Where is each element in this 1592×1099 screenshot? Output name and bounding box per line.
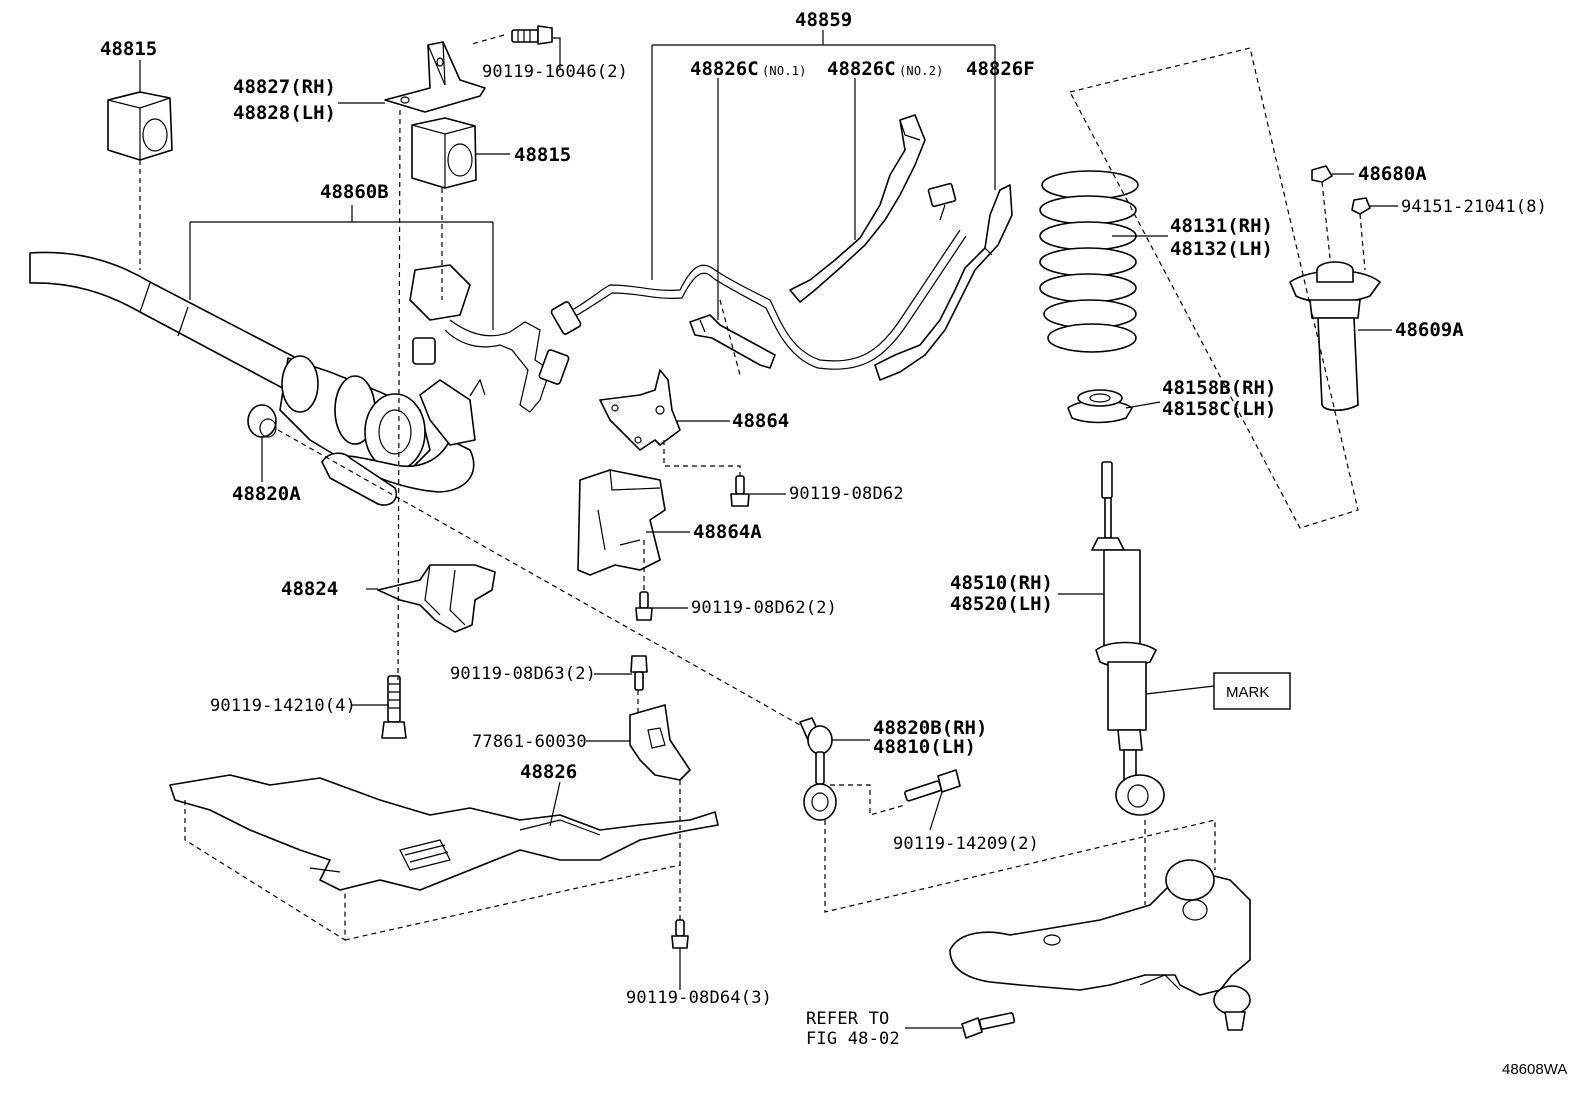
label-48826C-no2: 48826C: [827, 58, 896, 80]
label-48864A: 48864A: [693, 521, 762, 543]
stabilizer-bar: [29, 251, 301, 393]
part-labels: 48815 48827(RH) 48828(LH) 90119-16046(2)…: [100, 9, 1567, 1078]
bracket-48864: [599, 369, 681, 451]
label-48826C-no2-sub: (NO.2): [899, 64, 944, 78]
label-48810: 48810(LH): [873, 736, 976, 758]
label-48860B: 48860B: [320, 181, 389, 203]
bolt-90119-08D62-2: [635, 591, 653, 621]
label-48520: 48520(LH): [950, 593, 1053, 615]
label-48820B: 48820B(RH): [873, 717, 987, 739]
stabilizer-actuator: [279, 264, 570, 506]
label-48510: 48510(RH): [950, 572, 1053, 594]
label-refer-to: REFER TO: [806, 1009, 889, 1029]
spring-seat-48158B: [1067, 389, 1133, 424]
label-48864: 48864: [732, 410, 789, 432]
bushing-48820A: [247, 404, 277, 438]
label-48826C-no1: 48826C: [690, 58, 759, 80]
bracket-48824: [377, 564, 496, 633]
bolt-90119-08D62: [730, 475, 750, 507]
lower-control-arm: [949, 859, 1251, 1031]
label-90119-16046: 90119-16046(2): [482, 62, 628, 82]
label-77861-60030: 77861-60030: [472, 732, 587, 752]
bolt-90119-14209: [904, 769, 961, 802]
shield-48864A: [577, 469, 666, 576]
label-48827: 48827(RH): [233, 76, 336, 98]
bolt-90119-08D64: [671, 919, 689, 949]
dashed-guide-lines: [139, 34, 1366, 942]
bolt-90119-08D63: [630, 655, 648, 691]
label-48820A: 48820A: [232, 483, 301, 505]
label-48609A: 48609A: [1395, 319, 1464, 341]
label-90119-14209: 90119-14209(2): [893, 834, 1039, 854]
label-90119-14210: 90119-14210(4): [210, 696, 356, 716]
label-48859: 48859: [795, 9, 852, 31]
under-cover-48826: [169, 774, 719, 891]
label-94151-21041: 94151-21041(8): [1401, 197, 1547, 217]
bracket-48827: [384, 41, 486, 113]
coil-spring-48131: [1039, 170, 1139, 353]
label-48826F: 48826F: [966, 58, 1035, 80]
wiring-harness-48859: [550, 114, 1013, 381]
label-48815-center: 48815: [514, 144, 571, 166]
label-90119-08D62: 90119-08D62: [789, 484, 904, 504]
label-90119-08D64: 90119-08D64(3): [626, 988, 772, 1008]
label-48828: 48828(LH): [233, 102, 336, 124]
label-fig-48-02: FIG 48-02: [806, 1029, 900, 1049]
label-48158B: 48158B(RH): [1162, 377, 1276, 399]
label-48826C-no1-sub: (NO.1): [762, 64, 807, 78]
bolt-refer-fig: [961, 1012, 1016, 1039]
leader-lines: [139, 30, 1398, 1029]
bushing-48815-center: [411, 117, 477, 189]
label-mark: MARK: [1226, 684, 1269, 701]
label-48815-left: 48815: [100, 38, 157, 60]
nut-48680A: [1311, 165, 1333, 183]
label-48158C: 48158C(LH): [1162, 398, 1276, 420]
label-48680A: 48680A: [1358, 163, 1427, 185]
label-48826: 48826: [520, 761, 577, 783]
bushing-48815-left: [107, 91, 173, 161]
bolt-90119-14210: [381, 675, 407, 739]
label-90119-08D62-2: 90119-08D62(2): [691, 598, 837, 618]
shock-absorber-48510: [1091, 461, 1165, 816]
mark-box: [1213, 672, 1291, 710]
bolt-90119-16046: [511, 25, 553, 45]
label-48824: 48824: [281, 578, 338, 600]
stabilizer-link-48820B: [799, 717, 837, 821]
nut-94151-21041: [1351, 197, 1371, 215]
label-48132: 48132(LH): [1170, 238, 1273, 260]
label-90119-08D63: 90119-08D63(2): [450, 664, 596, 684]
upper-mount-48609A: [1289, 261, 1381, 412]
label-diagram-ref: 48608WA: [1502, 1061, 1567, 1078]
bracket-77861-60030: [629, 704, 691, 781]
label-48131: 48131(RH): [1170, 215, 1273, 237]
